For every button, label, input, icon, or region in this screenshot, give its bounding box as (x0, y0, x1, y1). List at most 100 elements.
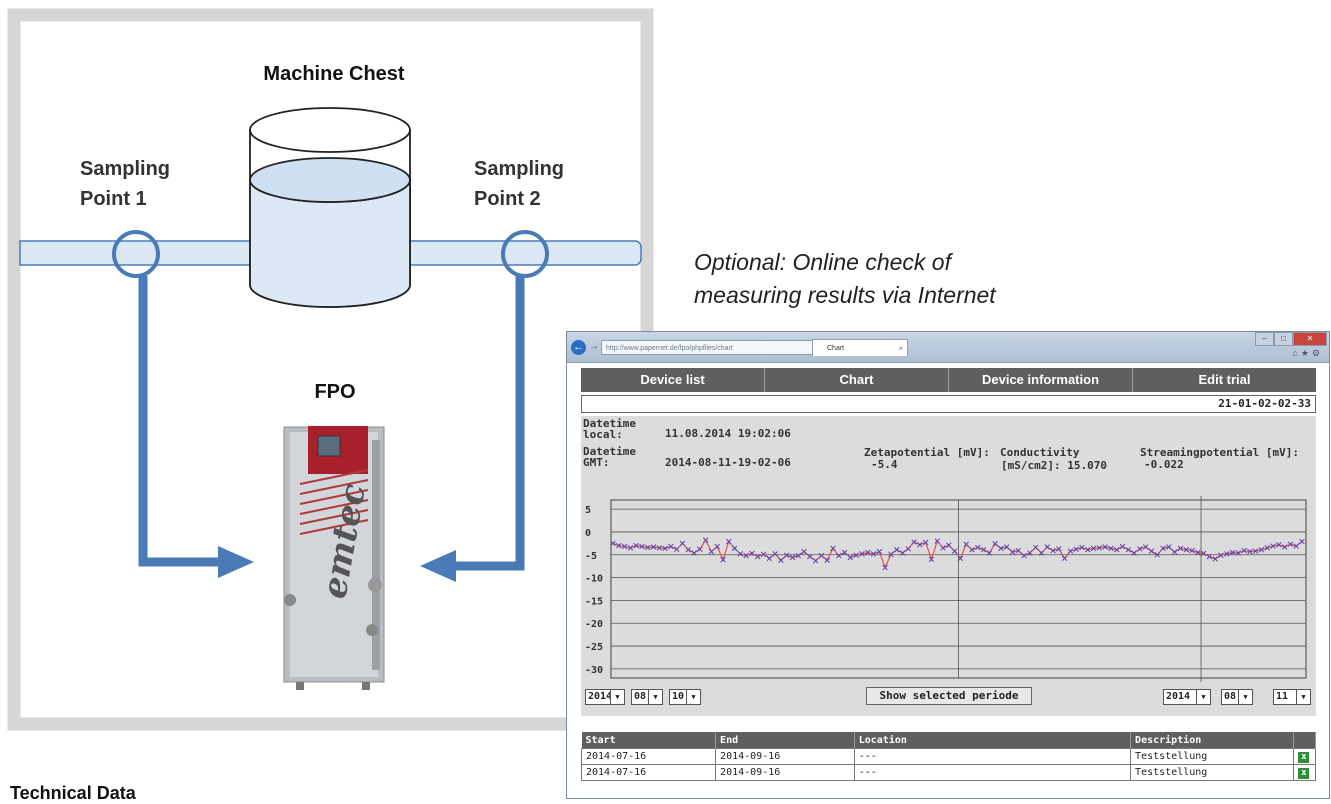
data-point (1044, 544, 1050, 550)
y-tick-label: 0 (585, 528, 591, 539)
menu-device-information[interactable]: Device information (949, 368, 1133, 392)
data-point (743, 552, 749, 559)
menu-device-list[interactable]: Device list (581, 368, 765, 392)
data-point (853, 552, 859, 558)
data-point (697, 546, 703, 553)
data-point (824, 557, 830, 563)
machine-chest-tank (249, 107, 411, 308)
close-icon[interactable]: ✕ (1293, 332, 1327, 346)
data-point (1171, 549, 1178, 555)
address-bar[interactable]: http://www.papernet.de/fpo/phpfiles/char… (601, 340, 833, 355)
maximize-icon[interactable]: □ (1274, 332, 1293, 346)
data-point (1293, 543, 1299, 549)
data-point (656, 545, 663, 551)
y-tick-label: 5 (585, 505, 591, 516)
data-point (1247, 548, 1253, 555)
data-point (830, 545, 836, 552)
tab-close-icon[interactable]: × (898, 344, 903, 353)
to-month-select[interactable]: 08▼ (1221, 689, 1253, 705)
label-line: GMT: (583, 456, 610, 469)
minimize-icon[interactable]: – (1255, 332, 1274, 346)
data-point (702, 537, 709, 543)
data-point (1177, 545, 1184, 552)
data-point (633, 542, 639, 549)
cell-export: x (1293, 748, 1316, 765)
data-point (969, 546, 975, 553)
to-day-select[interactable]: 11▼ (1273, 689, 1311, 705)
data-point (1200, 550, 1207, 557)
data-point (975, 544, 981, 551)
chevron-down-icon: ▼ (1196, 690, 1210, 704)
excel-export-icon[interactable]: x (1298, 751, 1310, 763)
from-month-select[interactable]: 08▼ (631, 689, 663, 705)
tank-title: Machine Chest (263, 63, 404, 85)
streaming-label: Streamingpotential [mV]: (1140, 446, 1299, 459)
window-controls: – □ ✕ (1255, 332, 1327, 346)
y-tick-label: -15 (585, 596, 603, 607)
data-point (1142, 544, 1149, 550)
chart-panel: Datetime local: 11.08.2014 19:02:06 Date… (581, 416, 1316, 716)
sampling-point-1-line1: Sampling (80, 158, 170, 180)
data-point (783, 552, 790, 558)
menu-chart[interactable]: Chart (765, 368, 949, 392)
streaming-value: -0.022 (1144, 458, 1184, 471)
toolbar-icons[interactable]: ⌂★⚙ (1292, 348, 1323, 358)
browser-chrome: ← → http://www.papernet.de/fpo/phpfiles/… (567, 332, 1329, 363)
data-point (940, 545, 946, 551)
data-point (980, 546, 987, 553)
series-line (612, 538, 1303, 570)
to-year-select[interactable]: 2014▼ (1163, 689, 1211, 705)
data-point (760, 551, 767, 558)
data-point (1079, 544, 1085, 551)
data-point (1131, 550, 1137, 556)
cell-start: 2014-07-16 (580, 748, 717, 765)
y-tick-label: -20 (585, 619, 603, 630)
data-point (691, 550, 697, 556)
data-point (1067, 548, 1074, 554)
back-icon[interactable]: ← (571, 340, 586, 355)
col-end[interactable]: End (715, 732, 855, 749)
from-year-select[interactable]: 2014▼ (585, 689, 625, 705)
sampling-point-2-line1: Sampling (474, 158, 564, 180)
excel-export-icon[interactable]: x (1298, 767, 1310, 779)
caption-line-1: Optional: Online check of (694, 249, 951, 275)
data-point (911, 539, 917, 545)
data-point (1252, 548, 1259, 554)
data-point (998, 545, 1004, 552)
col-description[interactable]: Description (1130, 732, 1295, 749)
table-row[interactable]: 2014-07-16 2014-09-16 --- Teststellung x (580, 764, 1316, 781)
data-point (708, 548, 715, 555)
chevron-down-icon: ▼ (648, 690, 662, 704)
data-point (1154, 552, 1161, 558)
data-point (1096, 545, 1103, 551)
data-point (946, 542, 952, 548)
data-point (1056, 546, 1062, 552)
col-location[interactable]: Location (854, 732, 1132, 749)
browser-tab[interactable]: Chart × (812, 339, 908, 356)
cell-export: x (1293, 764, 1316, 781)
sample-line-2 (452, 276, 525, 571)
y-tick-label: -10 (585, 574, 603, 585)
col-start[interactable]: Start (581, 732, 717, 749)
pipe-right (399, 240, 642, 266)
data-point (893, 546, 900, 553)
show-selected-period-button[interactable]: Show selected periode (866, 687, 1032, 705)
data-point (1166, 544, 1172, 550)
data-point (882, 564, 888, 571)
from-day-select[interactable]: 10▼ (669, 689, 701, 705)
data-point (726, 538, 732, 545)
forward-icon[interactable]: → (589, 341, 599, 352)
fpo-device-image: emtec (283, 426, 385, 690)
table-row[interactable]: 2014-07-16 2014-09-16 --- Teststellung x (580, 748, 1316, 765)
chevron-down-icon: ▼ (1296, 690, 1310, 704)
browser-window: ← → http://www.papernet.de/fpo/phpfiles/… (566, 331, 1330, 799)
from-year-value: 2014 (588, 691, 613, 702)
data-point (668, 543, 674, 550)
data-point (627, 545, 634, 551)
to-month-value: 08 (1224, 691, 1237, 702)
data-point (749, 550, 755, 557)
menu-edit-trial[interactable]: Edit trial (1198, 372, 1251, 387)
data-point (1281, 544, 1288, 550)
data-point (865, 549, 871, 556)
from-day-value: 10 (672, 691, 685, 702)
